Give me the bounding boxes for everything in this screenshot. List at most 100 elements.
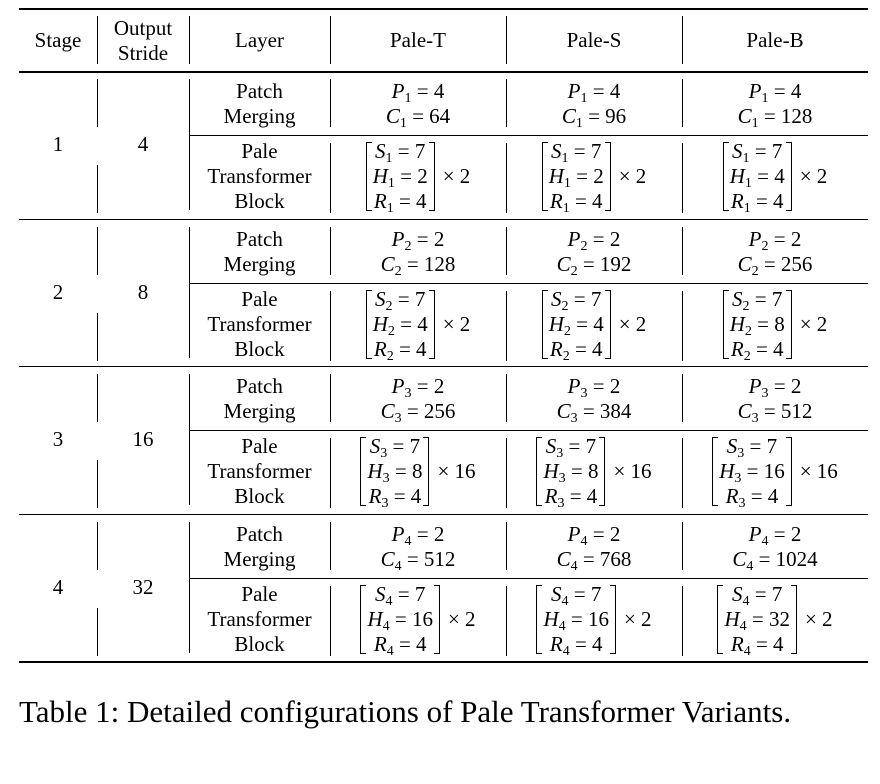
num-heads: H1 = 2 xyxy=(373,164,428,191)
math-value: = 7 xyxy=(387,434,421,458)
channel-dim: C2 = 128 xyxy=(380,252,456,279)
math-symbol: R xyxy=(373,189,387,213)
matrix-row: S4 = 7 xyxy=(375,582,425,609)
math-symbol: R xyxy=(725,484,739,508)
column-divider xyxy=(682,227,683,275)
math-value: = 128 xyxy=(758,104,813,128)
channel-dim: C2 = 256 xyxy=(738,252,813,279)
math-value: = 4 xyxy=(393,632,427,656)
math-symbol: S xyxy=(375,139,386,163)
layer-name-line: Pale xyxy=(241,287,278,311)
math-value: = 2 xyxy=(411,227,445,251)
math-symbol: P xyxy=(567,374,581,398)
math-value: = 7 xyxy=(568,582,602,606)
math-symbol: H xyxy=(367,607,383,631)
block-repeat: × 2 xyxy=(447,607,476,631)
patch-size: P1 = 4 xyxy=(568,79,621,106)
math-value: = 4 xyxy=(750,189,784,213)
math-value: = 7 xyxy=(749,582,783,606)
matrix-row: H1 = 2 xyxy=(549,164,604,191)
math-symbol: H xyxy=(729,164,745,188)
block-repeat: × 2 xyxy=(618,312,647,336)
matrix-row: H1 = 2 xyxy=(373,164,428,191)
matrix-row: R3 = 4 xyxy=(369,484,422,511)
window-size: S1 = 7 xyxy=(375,139,425,166)
channel-dim: C1 = 128 xyxy=(738,104,813,131)
layer-name-line: Transformer xyxy=(207,607,312,631)
math-symbol: P xyxy=(391,374,405,398)
layer-name-line: Pale xyxy=(241,582,278,606)
column-divider xyxy=(189,227,190,358)
math-symbol: C xyxy=(556,252,571,276)
table-caption: Table 1: Detailed configurations of Pale… xyxy=(19,694,792,729)
column-divider xyxy=(682,374,683,422)
patch-size: P3 = 2 xyxy=(567,374,621,401)
column-divider xyxy=(189,374,190,505)
math-value: = 4 xyxy=(564,484,598,508)
math-symbol: H xyxy=(372,312,388,336)
math-value: = 2 xyxy=(587,374,621,398)
mlp-ratio: R2 = 4 xyxy=(374,337,427,364)
math-value: = 2 xyxy=(587,227,621,251)
num-heads: H2 = 4 xyxy=(549,312,604,339)
column-divider xyxy=(506,79,507,127)
column-divider xyxy=(97,313,98,361)
math-value: = 4 xyxy=(411,79,445,103)
math-value: = 7 xyxy=(744,434,778,458)
num-heads: H1 = 4 xyxy=(729,164,785,191)
math-subscript: 2 xyxy=(394,264,402,279)
math-symbol: P xyxy=(391,79,405,103)
mlp-ratio: R1 = 4 xyxy=(373,189,427,216)
matrix-row: H4 = 32 xyxy=(724,607,790,634)
math-symbol: R xyxy=(730,632,744,656)
math-value: = 2 xyxy=(411,522,445,546)
layer-name-line: Merging xyxy=(223,399,296,423)
column-divider xyxy=(97,460,98,508)
math-symbol: S xyxy=(732,287,743,311)
column-divider xyxy=(506,227,507,275)
stage-value: 3 xyxy=(52,427,64,451)
channel-dim: C4 = 768 xyxy=(557,547,632,574)
math-value: = 7 xyxy=(749,139,783,163)
math-value: = 768 xyxy=(577,547,632,571)
math-symbol: C xyxy=(380,252,395,276)
math-value: = 2 xyxy=(570,164,604,188)
matrix-row: H1 = 4 xyxy=(729,164,785,191)
math-value: = 8 xyxy=(389,459,423,483)
math-subscript: 2 xyxy=(580,239,588,254)
header-stage-cell: Stage xyxy=(19,10,97,71)
math-subscript: 4 xyxy=(743,644,751,659)
math-subscript: 2 xyxy=(743,349,751,364)
math-subscript: 4 xyxy=(761,534,769,549)
header-column-divider xyxy=(97,16,98,64)
layer-name-line: Merging xyxy=(223,252,296,276)
math-subscript: 1 xyxy=(743,201,751,216)
math-symbol: S xyxy=(551,139,562,163)
matrix-row: R2 = 4 xyxy=(731,337,784,364)
table-rule xyxy=(19,71,868,73)
math-value: = 64 xyxy=(406,104,451,128)
math-subscript: 3 xyxy=(404,386,412,401)
math-subscript: 3 xyxy=(381,496,389,511)
column-divider xyxy=(330,79,331,127)
math-symbol: S xyxy=(545,434,557,458)
math-subscript: 1 xyxy=(386,201,394,216)
math-symbol: P xyxy=(748,522,762,546)
stage-separator xyxy=(19,514,868,515)
row-separator xyxy=(189,135,868,136)
math-value: = 4 xyxy=(394,312,428,336)
column-divider xyxy=(97,165,98,213)
